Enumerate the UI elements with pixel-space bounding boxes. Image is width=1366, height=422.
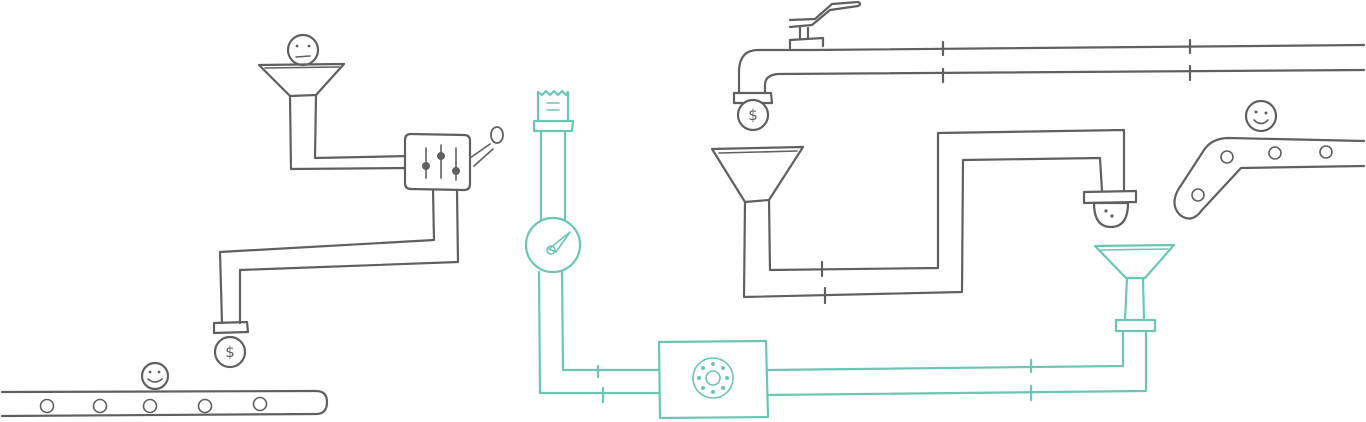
conveyor-belt-left: [0, 389, 329, 418]
slider-mixer-icon: [403, 126, 504, 192]
funnel-icon: [1093, 243, 1176, 280]
coin-icon: $: [736, 98, 770, 132]
faucet-handle-icon: [788, 0, 862, 50]
funnel-icon: [710, 145, 805, 204]
right-pipeline: $: [710, 0, 1366, 305]
left-pipeline: $: [0, 33, 504, 418]
receipt-icon: [536, 89, 570, 122]
coin-symbol: $: [748, 106, 758, 124]
conveyor-roller: [1220, 150, 1234, 164]
conveyor-belt-right: [1173, 136, 1366, 220]
smiley-icon: [140, 361, 170, 391]
pressure-gauge-icon: [524, 216, 582, 274]
coin-symbol: $: [225, 343, 235, 361]
conveyor-roller: [39, 398, 55, 414]
conveyor-roller: [252, 396, 268, 412]
conveyor-roller: [1319, 145, 1333, 159]
conveyor-roller: [142, 398, 158, 414]
teal-pipeline: [524, 89, 1176, 420]
funnel-icon: [257, 62, 346, 98]
conveyor-roller: [197, 398, 213, 414]
conveyor-roller: [92, 398, 108, 414]
conveyor-roller: [1268, 146, 1282, 160]
smiley-icon: [1244, 99, 1278, 133]
conveyor-roller: [1191, 188, 1205, 202]
neutral-face-icon: [286, 33, 320, 67]
smiley-icon: [1092, 201, 1130, 229]
coin-icon: $: [213, 335, 247, 369]
filter-box-icon: [657, 339, 770, 420]
